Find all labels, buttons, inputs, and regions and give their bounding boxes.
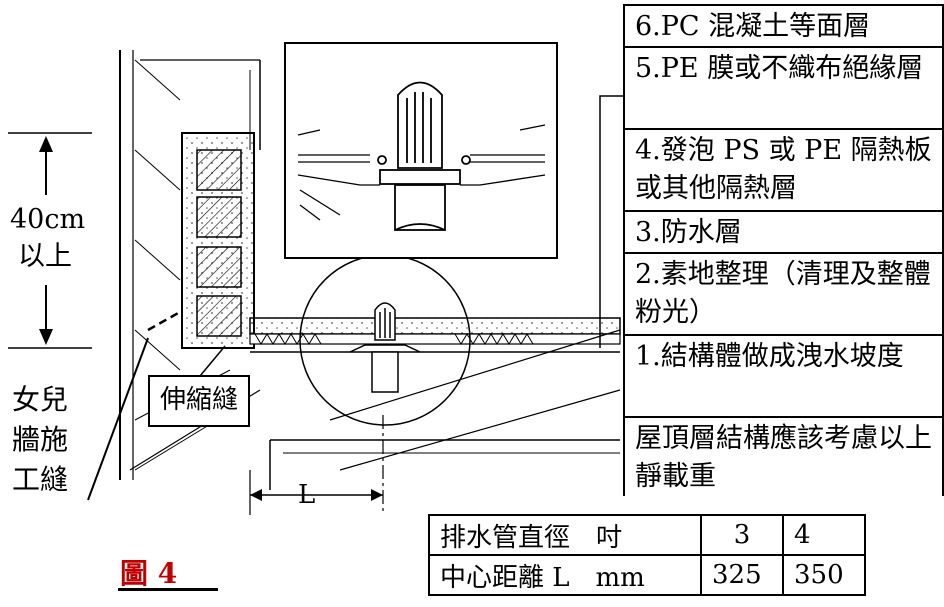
- legend-item: 屋頂層結構應該考慮以上靜載重: [625, 416, 942, 496]
- figure-caption: 圖 4: [120, 557, 178, 590]
- table-cell: 3: [700, 514, 784, 556]
- parapet-joint-label-line2: 牆施: [12, 423, 69, 456]
- legend-item: 2.素地整理（清理及整體粉光）: [625, 252, 942, 334]
- expansion-joint-label: 伸縮縫: [148, 375, 251, 427]
- height-note-label: 以上: [18, 241, 72, 272]
- parapet-joint-label-line3: 工縫: [12, 463, 69, 496]
- legend-item: 1.結構體做成洩水坡度: [625, 334, 942, 416]
- table-cell: 中心距離 L mm: [428, 554, 702, 596]
- legend-item: 3.防水層: [625, 210, 942, 252]
- table-cell: 325: [700, 554, 784, 596]
- table-row: 中心距離 L mm 325 350: [428, 554, 866, 596]
- legend-item: 4.發泡 PS 或 PE 隔熱板或其他隔熱層: [625, 128, 942, 210]
- legend-item: 5.PE 膜或不織布絕緣層: [625, 46, 942, 128]
- layer-legend: 6.PC 混凝土等面層 5.PE 膜或不織布絕緣層 4.發泡 PS 或 PE 隔…: [623, 4, 944, 496]
- height-label: 40cm: [10, 204, 86, 235]
- table-cell: 350: [782, 554, 866, 596]
- table-row: 排水管直徑 吋 3 4: [428, 514, 866, 556]
- dimension-l-label: L: [298, 480, 316, 510]
- legend-item: 6.PC 混凝土等面層: [625, 4, 942, 46]
- caption-underline: [118, 588, 218, 591]
- table-cell: 4: [782, 514, 866, 556]
- parapet-joint-label-line1: 女兒: [12, 383, 69, 416]
- table-cell: 排水管直徑 吋: [428, 514, 702, 556]
- drain-spec-table: 排水管直徑 吋 3 4 中心距離 L mm 325 350: [428, 514, 866, 596]
